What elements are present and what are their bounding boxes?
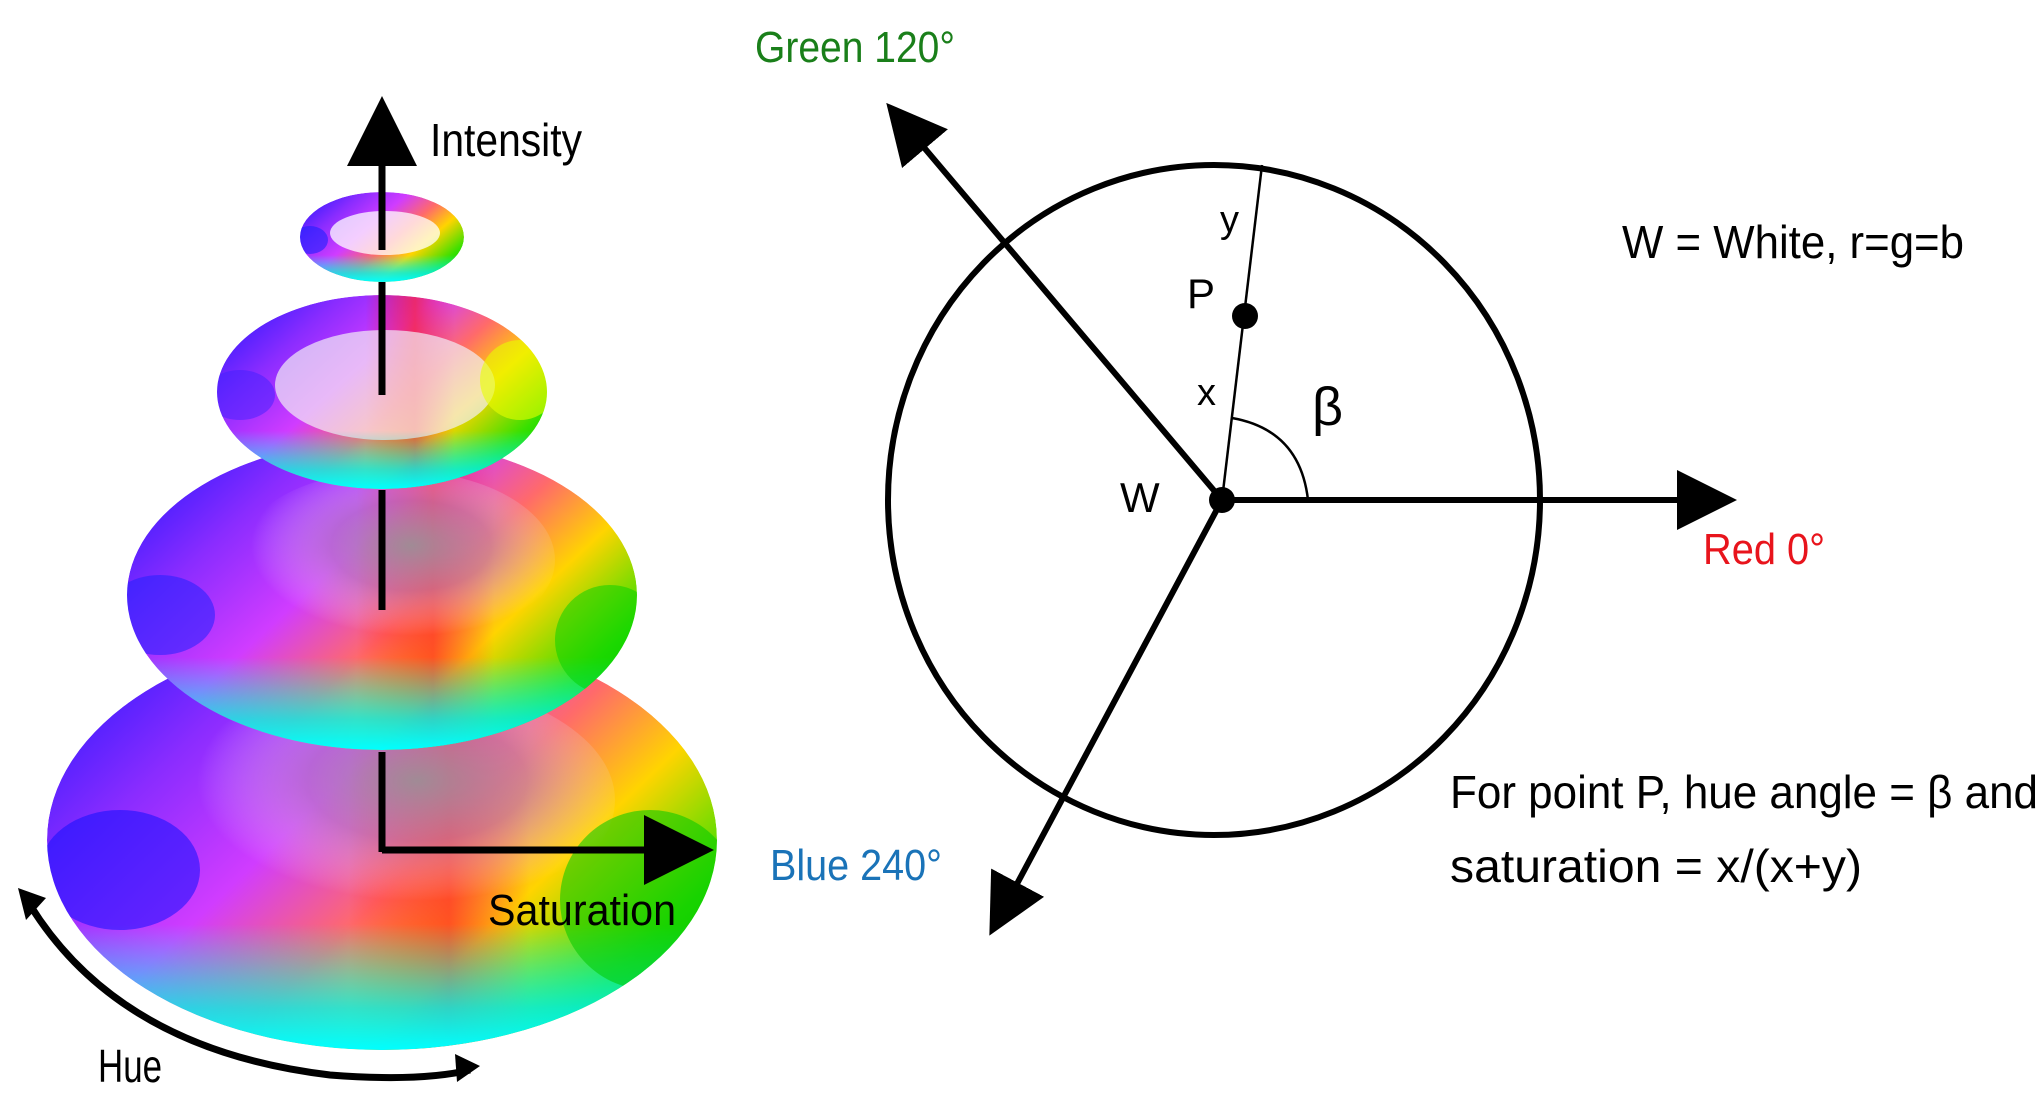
white-point-dot bbox=[1209, 487, 1235, 513]
hue-label: Hue bbox=[98, 1040, 162, 1092]
blue-axis bbox=[989, 498, 1225, 936]
note-line-2: saturation = x/(x+y) bbox=[1450, 840, 1862, 892]
hue-arrowhead-left bbox=[18, 888, 46, 920]
hue-arrowhead-right bbox=[455, 1054, 480, 1082]
green-axis bbox=[886, 102, 1225, 502]
beta-label: β bbox=[1312, 377, 1343, 437]
white-definition-label: W = White, r=g=b bbox=[1622, 216, 1964, 268]
hue-disc-small bbox=[300, 192, 464, 282]
blue-axis-label: Blue 240° bbox=[770, 841, 942, 890]
note-line-1: For point P, hue angle = β and bbox=[1450, 766, 2038, 818]
beta-arc bbox=[1231, 416, 1310, 501]
y-segment-label: y bbox=[1220, 199, 1239, 241]
wp-line bbox=[1220, 164, 1264, 501]
hue-angle-diagram: Green 120° Red 0° Blue 240° W P x y β W … bbox=[755, 23, 2038, 936]
saturation-label: Saturation bbox=[488, 886, 676, 935]
hsi-stack: Intensity Saturation Hue bbox=[18, 96, 717, 1092]
red-axis-label: Red 0° bbox=[1703, 525, 1825, 574]
hue-curve-arrow bbox=[27, 903, 471, 1082]
green-axis-label: Green 120° bbox=[755, 23, 955, 72]
point-p-dot bbox=[1232, 303, 1258, 329]
point-p-label: P bbox=[1187, 270, 1215, 317]
x-segment-label: x bbox=[1197, 372, 1216, 414]
white-point-label: W bbox=[1120, 474, 1160, 521]
intensity-label: Intensity bbox=[430, 114, 582, 166]
